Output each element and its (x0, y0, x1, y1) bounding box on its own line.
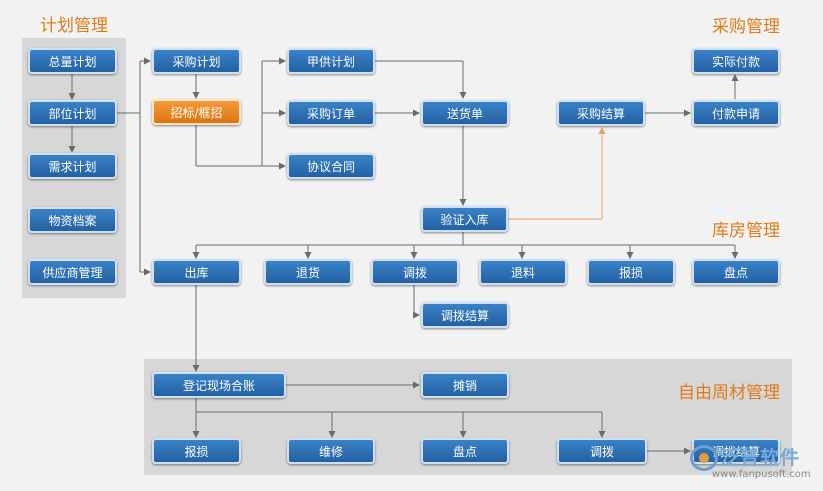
fanpusoft-logo: 泛普软件 www.fanpusoft.com (690, 443, 818, 487)
section-title-materials: 自由周材管理 (678, 383, 780, 403)
amortize-node[interactable]: 摊销 (421, 372, 509, 398)
material-file-node[interactable]: 物资档案 (28, 207, 117, 233)
purchase-settlement-node[interactable]: 采购结算 (557, 100, 645, 126)
logo-name: 泛普软件 (720, 447, 801, 469)
dept-plan-node[interactable]: 部位计划 (28, 100, 117, 126)
demand-plan-node[interactable]: 需求计划 (28, 153, 117, 179)
supplier-mgmt-node[interactable]: 供应商管理 (28, 259, 117, 285)
site-report-loss-node[interactable]: 报损 (152, 438, 241, 464)
logo-mark-icon (690, 445, 718, 471)
transfer-settlement-node[interactable]: 调拨结算 (421, 302, 509, 328)
purchase-order-node[interactable]: 采购订单 (287, 100, 375, 126)
section-title-plan: 计划管理 (40, 16, 108, 36)
stocktake-node[interactable]: 盘点 (692, 259, 780, 285)
stock-out-node[interactable]: 出库 (152, 259, 241, 285)
section-title-warehouse: 库房管理 (712, 221, 780, 241)
delivery-note-node[interactable]: 送货单 (421, 100, 509, 126)
agreement-contract-node[interactable]: 协议合同 (287, 153, 375, 179)
actual-payment-node[interactable]: 实际付款 (692, 48, 780, 74)
inspect-stock-in-node[interactable]: 验证入库 (421, 206, 508, 232)
owner-supply-plan-node[interactable]: 甲供计划 (287, 48, 375, 74)
purchase-plan-node[interactable]: 采购计划 (152, 48, 241, 74)
site-stocktake-node[interactable]: 盘点 (421, 438, 509, 464)
section-title-purchase: 采购管理 (712, 17, 780, 37)
return-material-node[interactable]: 退料 (479, 259, 567, 285)
repair-node[interactable]: 维修 (287, 438, 375, 464)
payment-request-node[interactable]: 付款申请 (692, 100, 780, 126)
return-goods-node[interactable]: 退货 (264, 259, 352, 285)
bidding-node[interactable]: 招标/框招 (152, 99, 241, 125)
logo-url: www.fanpusoft.com (712, 469, 811, 480)
total-plan-node[interactable]: 总量计划 (28, 48, 117, 74)
register-ledger-node[interactable]: 登记现场合账 (152, 372, 286, 398)
report-loss-node[interactable]: 报损 (587, 259, 675, 285)
site-transfer-node[interactable]: 调拨 (557, 438, 647, 464)
transfer-node[interactable]: 调拨 (371, 259, 459, 285)
